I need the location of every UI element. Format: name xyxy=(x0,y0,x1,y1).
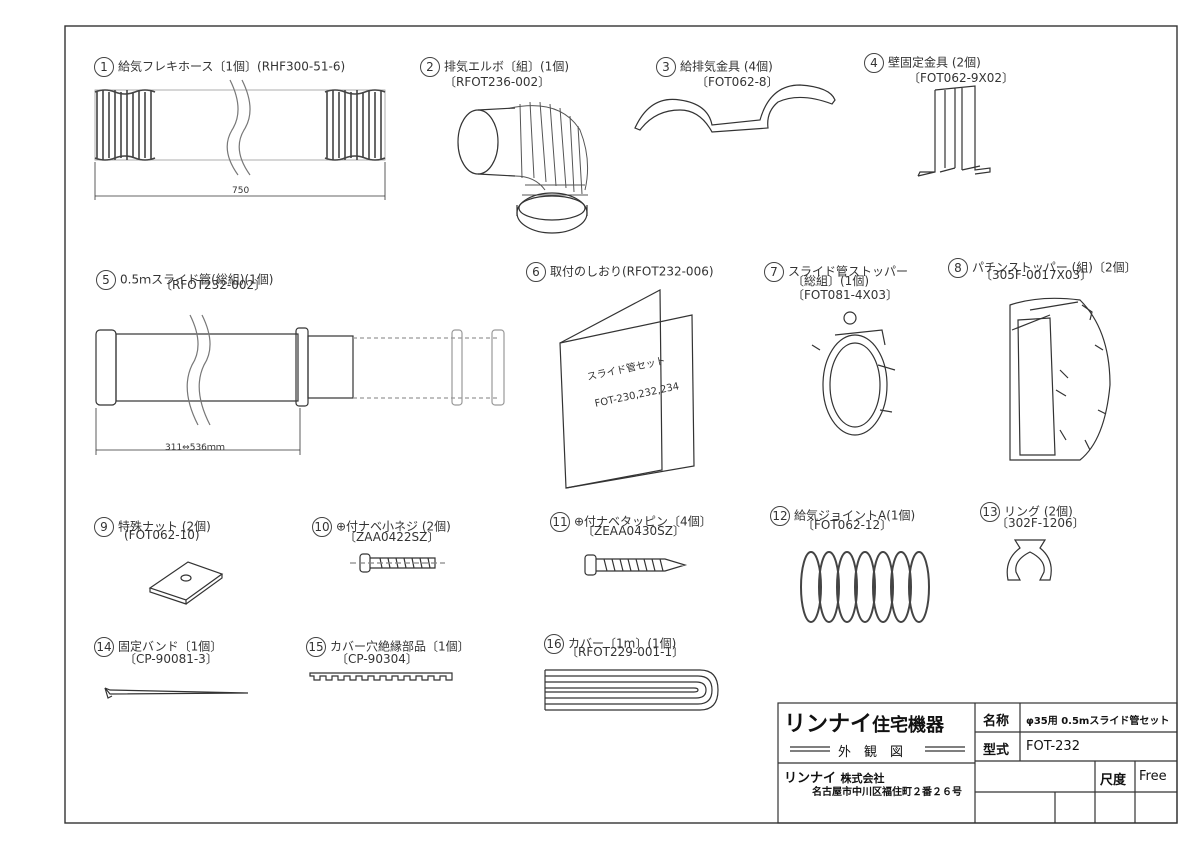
part-code-8: 〔305F-0017X03〕 xyxy=(980,268,1093,282)
wall-bracket-drawing xyxy=(917,85,991,177)
machine-screw-drawing xyxy=(350,553,445,573)
part-code-15: 〔CP-90304〕 xyxy=(336,652,418,666)
view-label: 外 観 図 xyxy=(838,745,904,760)
part-code-10: 〔ZAA0422SZ〕 xyxy=(344,530,440,544)
fixing-band-drawing xyxy=(104,687,249,699)
special-nut-drawing xyxy=(148,561,224,605)
joint-coil-drawing xyxy=(800,551,930,623)
manual-booklet-drawing xyxy=(559,289,695,489)
slide-stopper-drawing xyxy=(811,311,896,436)
ring-clip-drawing xyxy=(1006,539,1052,581)
part-code-12: 〔FOT062-12〕 xyxy=(802,518,893,532)
cover-drawing xyxy=(544,669,719,711)
part-label-10: 10⊕付ナベ小ネジ (2個) xyxy=(312,517,451,537)
scale-label: 尺度 xyxy=(1100,773,1127,788)
flex-hose-drawing xyxy=(94,79,386,200)
bracket-drawing xyxy=(634,84,836,133)
part-code-9: (FOT062-10) xyxy=(124,528,200,542)
part-code-3: 〔FOT062-8〕 xyxy=(696,75,779,89)
part-code-4: 〔FOT062-9X02〕 xyxy=(908,71,1015,85)
part-code2-7: 〔FOT081-4X03〕 xyxy=(792,288,899,302)
insulation-strip-drawing xyxy=(309,672,453,681)
snap-stopper-drawing xyxy=(1009,297,1111,461)
slide-length-dimension: 311⇔536ｍｍ xyxy=(165,443,225,453)
model-value: FOT-232 xyxy=(1026,739,1080,754)
hose-length-dimension: 750 xyxy=(232,186,250,196)
model-label: 型式 xyxy=(983,743,1010,758)
slide-pipe-drawing xyxy=(95,314,505,455)
tapping-screw-drawing xyxy=(584,554,688,576)
name-label: 名称 xyxy=(983,714,1010,729)
part-code-7: 〔総組〕(1個) xyxy=(792,274,869,288)
company-line: リンナイ 株式会社 xyxy=(784,771,885,786)
part-code-11: 〔ZEAA0430SZ〕 xyxy=(582,524,685,538)
part-code-14: 〔CP-90081-3〕 xyxy=(124,652,218,666)
name-value: φ35用 0.5mスライド管セット xyxy=(1026,716,1170,727)
title-block-frame xyxy=(777,702,1178,824)
part-code-16: 〔RFOT229-001-1〕 xyxy=(566,645,685,659)
scale-value: Free xyxy=(1139,769,1167,784)
part-code-13: 〔302F-1206〕 xyxy=(996,516,1085,530)
brand-logo: リンナイ住宅機器 xyxy=(784,712,945,737)
exhaust-elbow-drawing xyxy=(457,101,589,234)
part-label-11: 11⊕付ナベタッピン〔4個〕 xyxy=(550,512,712,532)
part-code-2: 〔RFOT236-002〕 xyxy=(444,75,551,89)
part-code-5: 〔RFOT232-002〕 xyxy=(160,278,267,292)
company-address: 名古屋市中川区福住町２番２６号 xyxy=(812,787,962,798)
